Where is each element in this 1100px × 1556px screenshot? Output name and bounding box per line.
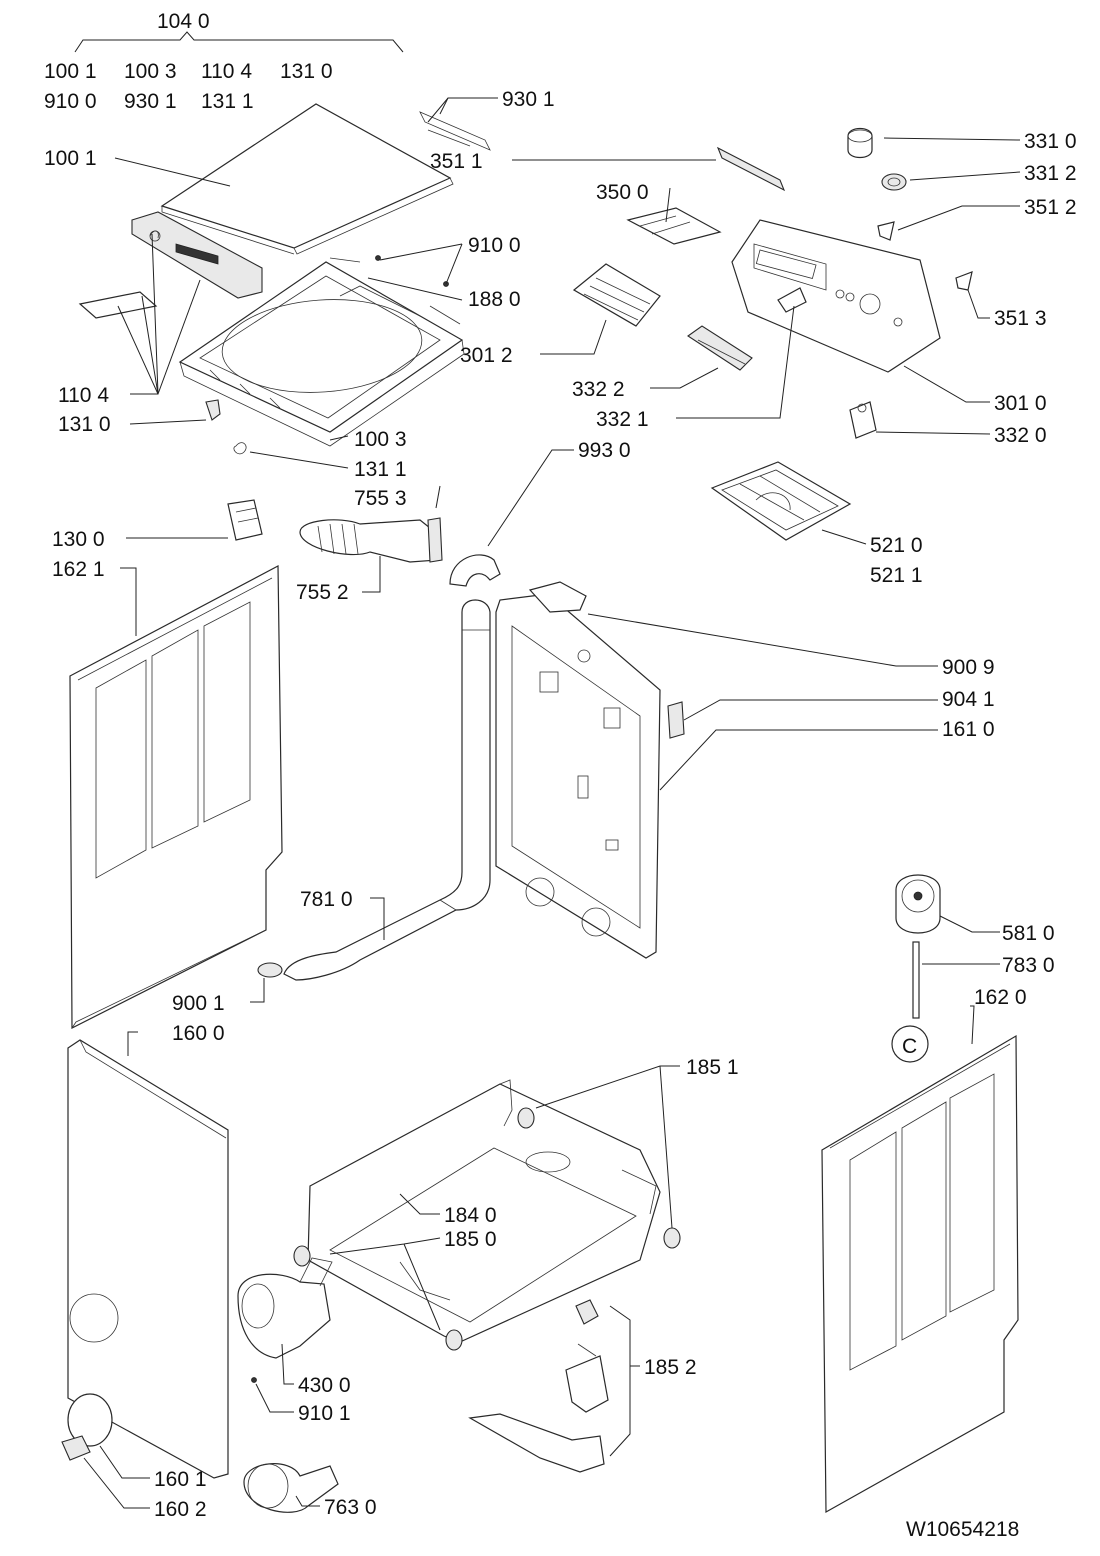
label-351-2: 351 2 — [1024, 196, 1077, 219]
label-351-1: 351 1 — [430, 150, 483, 173]
callout-labels: 930 1 100 1 910 0 188 0 110 4 131 0 100 … — [44, 88, 1077, 1541]
label-160-2: 160 2 — [154, 1498, 207, 1521]
label-group-title: 104 0 — [157, 10, 210, 33]
label-332-2: 332 2 — [572, 378, 625, 401]
label-331-0: 331 0 — [1024, 130, 1077, 153]
label-160-0: 160 0 — [172, 1022, 225, 1045]
label-332-1: 332 1 — [596, 408, 649, 431]
label-781-0: 781 0 — [300, 888, 353, 911]
label-930-1: 930 1 — [502, 88, 555, 111]
label-162-1: 162 1 — [52, 558, 105, 581]
leaders-top — [114, 97, 498, 469]
label-900-1: 900 1 — [172, 992, 225, 1015]
circle-c-marker — [891, 1025, 929, 1063]
label-188-0: 188 0 — [468, 288, 521, 311]
middle-components — [227, 499, 501, 981]
drain-pump-icon — [237, 1257, 339, 1513]
label-521-1: 521 1 — [870, 564, 923, 587]
label-group-row2-2: 930 1 — [124, 90, 177, 113]
label-521-0: 521 0 — [870, 534, 923, 557]
label-100-3: 100 3 — [354, 428, 407, 451]
label-755-3: 755 3 — [354, 487, 407, 510]
label-910-1: 910 1 — [298, 1402, 351, 1425]
label-130-0: 130 0 — [52, 528, 105, 551]
label-331-2: 331 2 — [1024, 162, 1077, 185]
label-904-1: 904 1 — [942, 688, 995, 711]
label-110-4: 110 4 — [58, 384, 109, 407]
leveling-foot-parts — [468, 1299, 609, 1473]
leaders-right — [922, 915, 1000, 1045]
drain-hose-icon — [299, 519, 441, 563]
selector-knob-icon — [847, 127, 873, 159]
label-350-0: 350 0 — [596, 181, 649, 204]
label-131-1: 131 1 — [354, 458, 407, 481]
console-panel-icon — [572, 127, 973, 541]
leaders-rear — [587, 613, 938, 791]
label-group-row1-4: 131 0 — [280, 60, 333, 83]
label-185-1: 185 1 — [686, 1056, 739, 1079]
label-group-row1-3: 110 4 — [201, 60, 252, 83]
label-group-row2-1: 910 0 — [44, 90, 97, 113]
label-185-0: 185 0 — [444, 1228, 497, 1251]
label-993-0: 993 0 — [578, 439, 631, 462]
label-900-9: 900 9 — [942, 656, 995, 679]
label-430-0: 430 0 — [298, 1374, 351, 1397]
side-panel-icon — [69, 565, 283, 1029]
group-bracket — [74, 31, 404, 53]
label-185-2: 185 2 — [644, 1356, 697, 1379]
label-184-0: 184 0 — [444, 1204, 497, 1227]
label-162-0: 162 0 — [974, 986, 1027, 1009]
label-783-0: 783 0 — [1002, 954, 1055, 977]
right-side-parts: C — [821, 874, 1019, 1514]
label-910-0: 910 0 — [468, 234, 521, 257]
label-160-1: 160 1 — [154, 1468, 207, 1491]
label-131-0: 131 0 — [58, 413, 111, 436]
label-group-row1-2: 100 3 — [124, 60, 177, 83]
label-351-3: 351 3 — [994, 307, 1047, 330]
label-301-2: 301 2 — [460, 344, 513, 367]
leaders-bottom — [83, 1065, 680, 1509]
label-763-0: 763 0 — [324, 1496, 377, 1519]
leaders-console — [487, 137, 1021, 547]
label-755-2: 755 2 — [296, 581, 349, 604]
label-581-0: 581 0 — [1002, 922, 1055, 945]
label-circle-c: C — [902, 1035, 917, 1058]
front-panel-icon — [61, 1039, 229, 1479]
label-161-0: 161 0 — [942, 718, 995, 741]
label-group-row2-3: 131 1 — [201, 90, 254, 113]
top-cover-icon — [78, 103, 491, 455]
leaders-middle — [120, 485, 441, 1056]
label-group-row1-1: 100 1 — [44, 60, 97, 83]
label-332-0: 332 0 — [994, 424, 1047, 447]
label-100-1: 100 1 — [44, 147, 97, 170]
group-header: 104 0 100 1 100 3 110 4 131 0 910 0 930 … — [44, 10, 404, 113]
base-frame-icon — [293, 1079, 681, 1351]
document-id: W10654218 — [906, 1518, 1019, 1541]
rear-frame-icon — [495, 581, 685, 959]
label-301-0: 301 0 — [994, 392, 1047, 415]
